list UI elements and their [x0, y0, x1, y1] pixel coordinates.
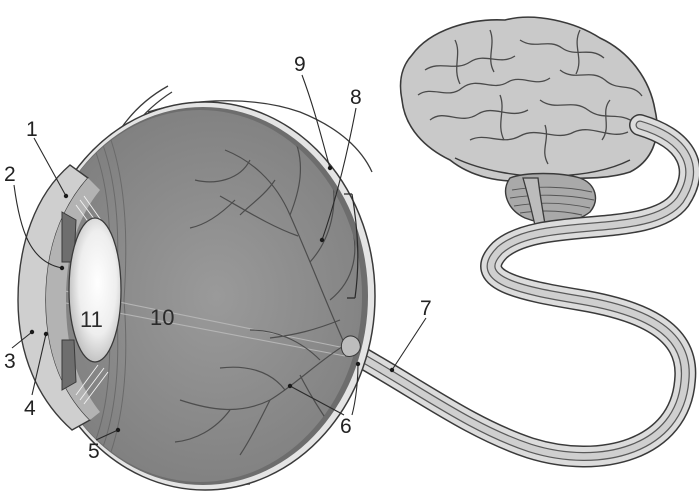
- label-1: 1: [26, 118, 38, 141]
- lens: [69, 218, 121, 362]
- label-10: 10: [150, 305, 174, 330]
- brain: [400, 17, 657, 230]
- label-2: 2: [4, 163, 16, 186]
- label-9: 9: [294, 53, 306, 76]
- label-7: 7: [420, 297, 432, 320]
- label-3: 3: [4, 350, 16, 373]
- label-5: 5: [88, 440, 100, 463]
- label-8: 8: [350, 86, 362, 109]
- label-11: 11: [80, 307, 103, 332]
- label-6: 6: [340, 415, 352, 438]
- label-4: 4: [24, 397, 36, 420]
- leader-line-7: [392, 318, 426, 370]
- cerebrum: [400, 17, 657, 181]
- eyeball: [18, 86, 375, 490]
- optic-disc: [341, 336, 360, 356]
